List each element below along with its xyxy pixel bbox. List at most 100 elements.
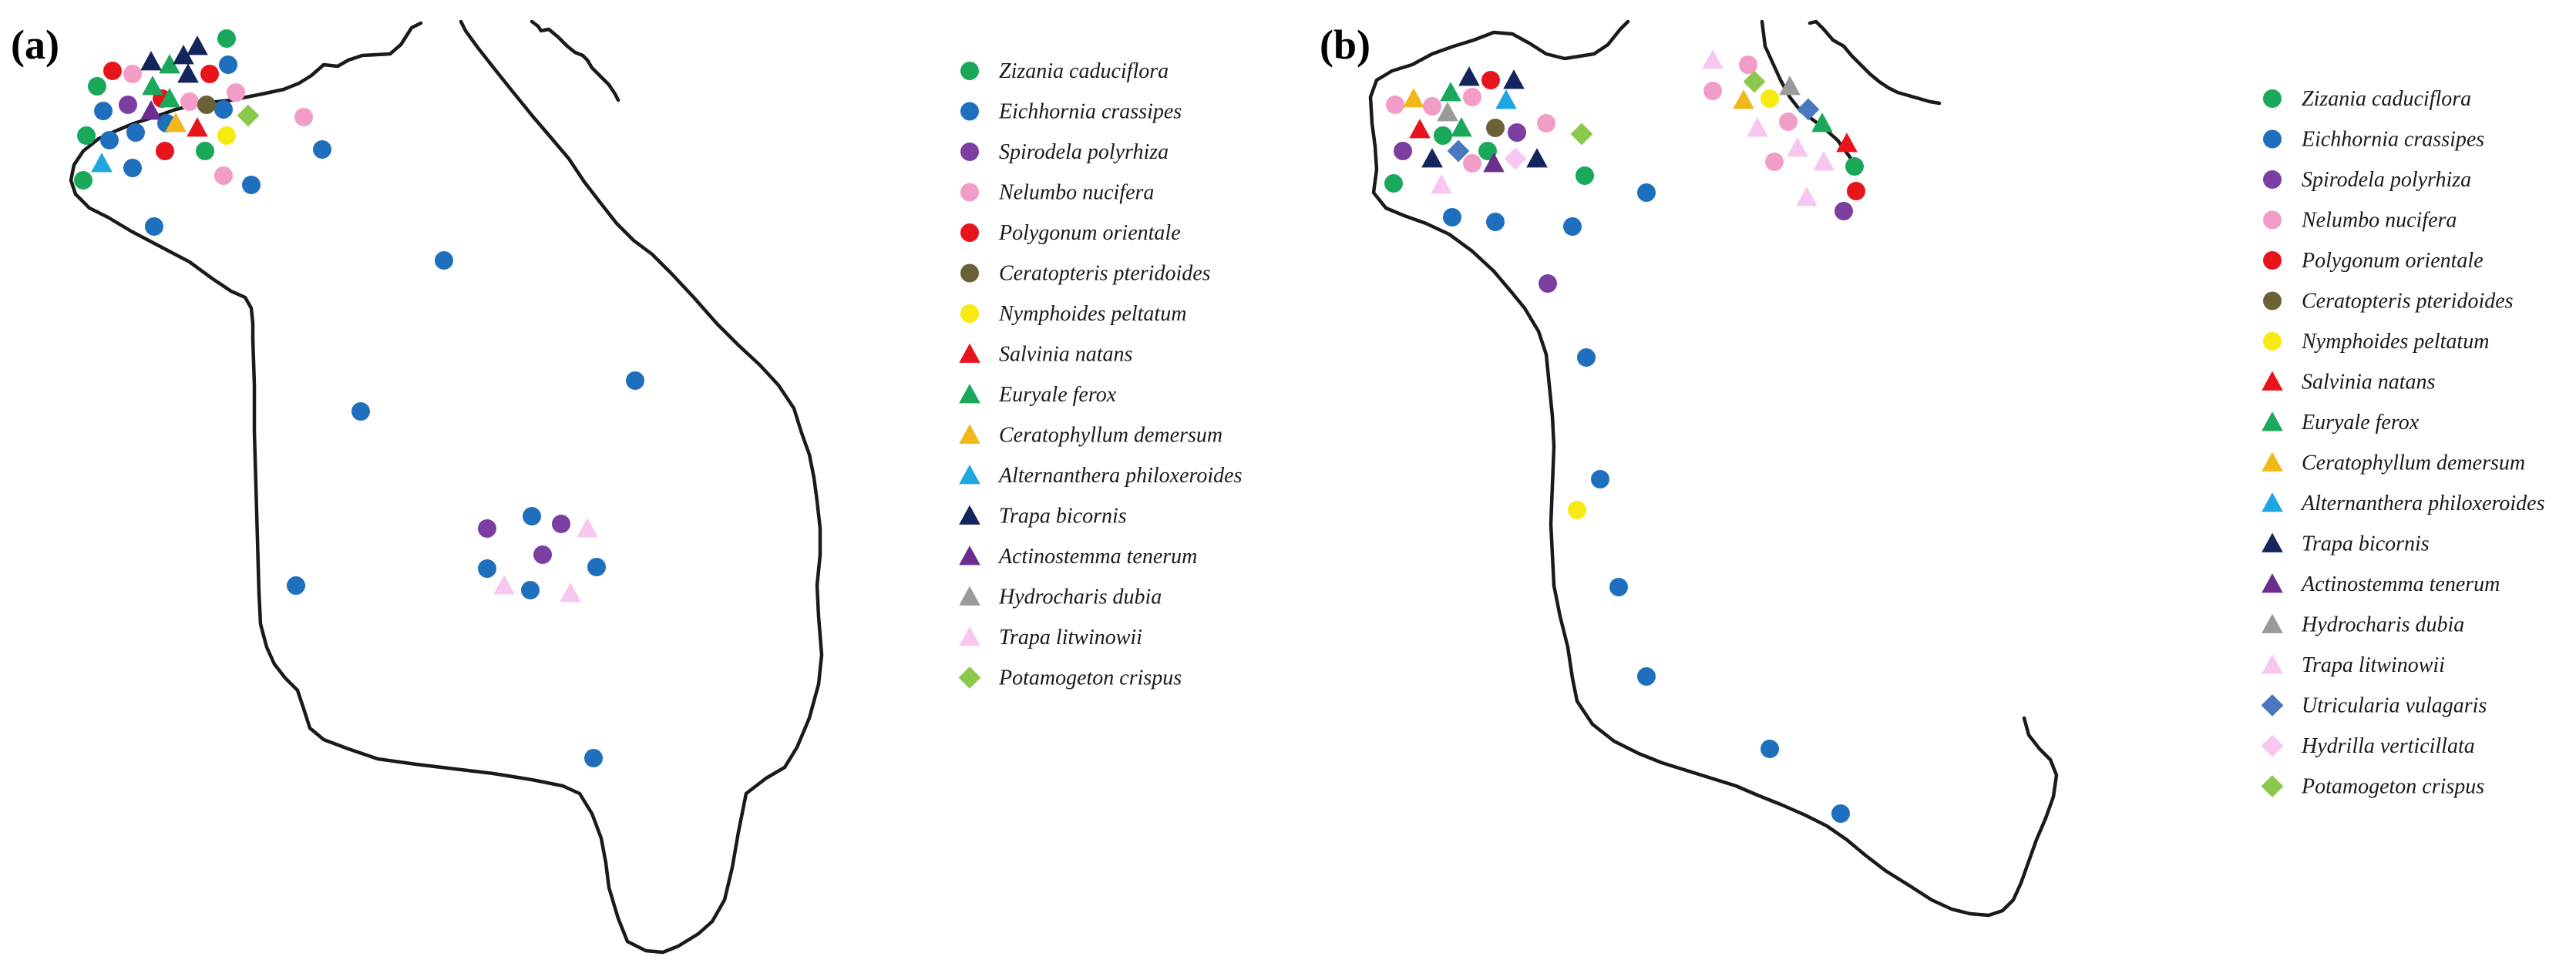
eichhornia-crassipes-site-marker: [287, 576, 305, 595]
euryale-ferox-site-marker: [159, 54, 180, 74]
eichhornia-crassipes-site-marker: [123, 159, 142, 177]
actinostemma-tenerum-legend-icon: [2262, 573, 2283, 593]
eichhornia-crassipes-site-marker: [1591, 470, 1609, 488]
zizania-caduciflora-legend-icon: [960, 62, 979, 80]
actinostemma-tenerum-site-marker: [1483, 153, 1505, 173]
nelumbo-nucifera-site-marker: [1463, 154, 1481, 173]
polygonum-orientale-legend-icon: [960, 223, 979, 242]
panel-a-markers: [74, 29, 644, 767]
salvinia-natans-site-marker: [187, 117, 208, 137]
potamogeton-crispus-legend-label: Potamogeton crispus: [2301, 775, 2484, 799]
spirodela-polyrhiza-legend-icon: [2263, 170, 2282, 189]
eichhornia-crassipes-site-marker: [1563, 217, 1582, 236]
trapa-litwinowii-legend-icon: [959, 626, 980, 646]
hydrocharis-dubia-legend-icon: [2262, 613, 2283, 633]
spirodela-polyrhiza-site-marker: [552, 515, 570, 533]
euryale-ferox-site-marker: [159, 88, 180, 108]
eichhornia-crassipes-site-marker: [214, 100, 233, 119]
spirodela-polyrhiza-site-marker: [478, 519, 496, 538]
potamogeton-crispus-site-marker: [1570, 123, 1593, 146]
nymphoides-peltatum-site-marker: [1760, 89, 1779, 108]
potamogeton-crispus-legend-label: Potamogeton crispus: [998, 666, 1182, 690]
ceratophyllum-demersum-legend-label: Ceratophyllum demersum: [2302, 451, 2525, 475]
ceratopteris-pteridoides-legend-icon: [2263, 291, 2282, 310]
trapa-bicornis-site-marker: [177, 63, 199, 83]
zizania-caduciflora-legend-label: Zizania caduciflora: [999, 59, 1169, 83]
nelumbo-nucifera-site-marker: [1739, 55, 1757, 74]
eichhornia-crassipes-site-marker: [1760, 740, 1779, 758]
trapa-litwinowii-site-marker: [1787, 137, 1808, 157]
zizania-caduciflora-site-marker: [1434, 126, 1452, 145]
zizania-caduciflora-site-marker: [77, 126, 96, 145]
trapa-litwinowii-site-marker: [1431, 174, 1452, 194]
nymphoides-peltatum-legend-icon: [960, 304, 979, 323]
alternanthera-philoxeroides-legend-label: Alternanthera philoxeroides: [2300, 492, 2545, 515]
ceratophyllum-demersum-site-marker: [1403, 88, 1424, 108]
euryale-ferox-site-marker: [1451, 117, 1472, 137]
trapa-bicornis-site-marker: [187, 35, 208, 55]
trapa-litwinowii-site-marker: [1747, 117, 1768, 137]
zizania-caduciflora-site-marker: [1845, 157, 1864, 176]
eichhornia-crassipes-site-marker: [521, 581, 540, 599]
panel-b-label: (b): [1320, 22, 1370, 68]
hydrilla-verticillata-legend-icon: [2261, 734, 2284, 757]
panel-b-coastline-northeast: [1808, 19, 1942, 106]
ceratopteris-pteridoides-legend-icon: [960, 263, 979, 283]
eichhornia-crassipes-site-marker: [584, 749, 603, 767]
trapa-bicornis-site-marker: [173, 45, 194, 65]
euryale-ferox-legend-icon: [959, 384, 980, 404]
euryale-ferox-legend-icon: [2262, 411, 2283, 431]
ceratopteris-pteridoides-legend-label: Ceratopteris pteridoides: [999, 262, 1211, 286]
trapa-bicornis-site-marker: [1526, 148, 1548, 168]
trapa-litwinowii-site-marker: [1796, 186, 1818, 206]
zizania-caduciflora-site-marker: [217, 29, 236, 48]
trapa-litwinowii-site-marker: [560, 582, 581, 602]
ceratophyllum-demersum-site-marker: [165, 112, 187, 133]
nelumbo-nucifera-site-marker: [1463, 88, 1481, 106]
nelumbo-nucifera-legend-label: Nelumbo nucifera: [998, 181, 1154, 205]
spirodela-polyrhiza-legend-icon: [960, 143, 979, 161]
eichhornia-crassipes-legend-label: Eichhornia crassipes: [2301, 128, 2484, 152]
nelumbo-nucifera-site-marker: [1537, 114, 1555, 133]
polygonum-orientale-site-marker: [103, 62, 122, 80]
eichhornia-crassipes-site-marker: [94, 102, 113, 120]
actinostemma-tenerum-legend-label: Actinostemma tenerum: [997, 545, 1197, 569]
polygonum-orientale-legend-icon: [2263, 251, 2282, 270]
spirodela-polyrhiza-site-marker: [119, 96, 137, 114]
trapa-bicornis-site-marker: [1458, 66, 1480, 86]
nymphoides-peltatum-site-marker: [1568, 501, 1586, 519]
alternanthera-philoxeroides-legend-label: Alternanthera philoxeroides: [997, 464, 1243, 488]
nymphoides-peltatum-legend-icon: [2263, 332, 2282, 351]
potamogeton-crispus-legend-icon: [2261, 775, 2284, 797]
eichhornia-crassipes-legend-icon: [2263, 129, 2282, 149]
nelumbo-nucifera-site-marker: [1703, 82, 1722, 100]
euryale-ferox-legend-label: Euryale ferox: [2301, 411, 2420, 435]
potamogeton-crispus-site-marker: [237, 104, 260, 127]
spirodela-polyrhiza-site-marker: [1394, 142, 1412, 160]
eichhornia-crassipes-site-marker: [1609, 578, 1628, 596]
panel-b-markers: [1384, 49, 1865, 823]
trapa-bicornis-legend-icon: [2262, 532, 2283, 552]
eichhornia-crassipes-site-marker: [242, 176, 261, 194]
utricularia-vulagaris-legend-label: Utricularia vulagaris: [2302, 694, 2487, 718]
zizania-caduciflora-site-marker: [74, 171, 92, 190]
eichhornia-crassipes-site-marker: [126, 123, 145, 142]
eichhornia-crassipes-site-marker: [1637, 667, 1656, 686]
panel-a-map: [69, 19, 824, 955]
nelumbo-nucifera-site-marker: [294, 108, 313, 126]
nelumbo-nucifera-site-marker: [1779, 112, 1797, 131]
ceratophyllum-demersum-legend-icon: [959, 424, 980, 444]
hydrocharis-dubia-legend-icon: [959, 586, 980, 606]
utricularia-vulagaris-legend-icon: [2261, 694, 2284, 717]
zizania-caduciflora-legend-label: Zizania caduciflora: [2302, 87, 2471, 111]
potamogeton-crispus-site-marker: [1743, 70, 1766, 93]
potamogeton-crispus-legend-icon: [958, 666, 981, 689]
alternanthera-philoxeroides-site-marker: [91, 153, 113, 173]
panel-a-coastline-main: [69, 19, 824, 955]
panel-b-coastline-main: [1368, 19, 2059, 918]
polygonum-orientale-site-marker: [156, 142, 174, 160]
hydrilla-verticillata-legend-label: Hydrilla verticillata: [2301, 734, 2475, 758]
